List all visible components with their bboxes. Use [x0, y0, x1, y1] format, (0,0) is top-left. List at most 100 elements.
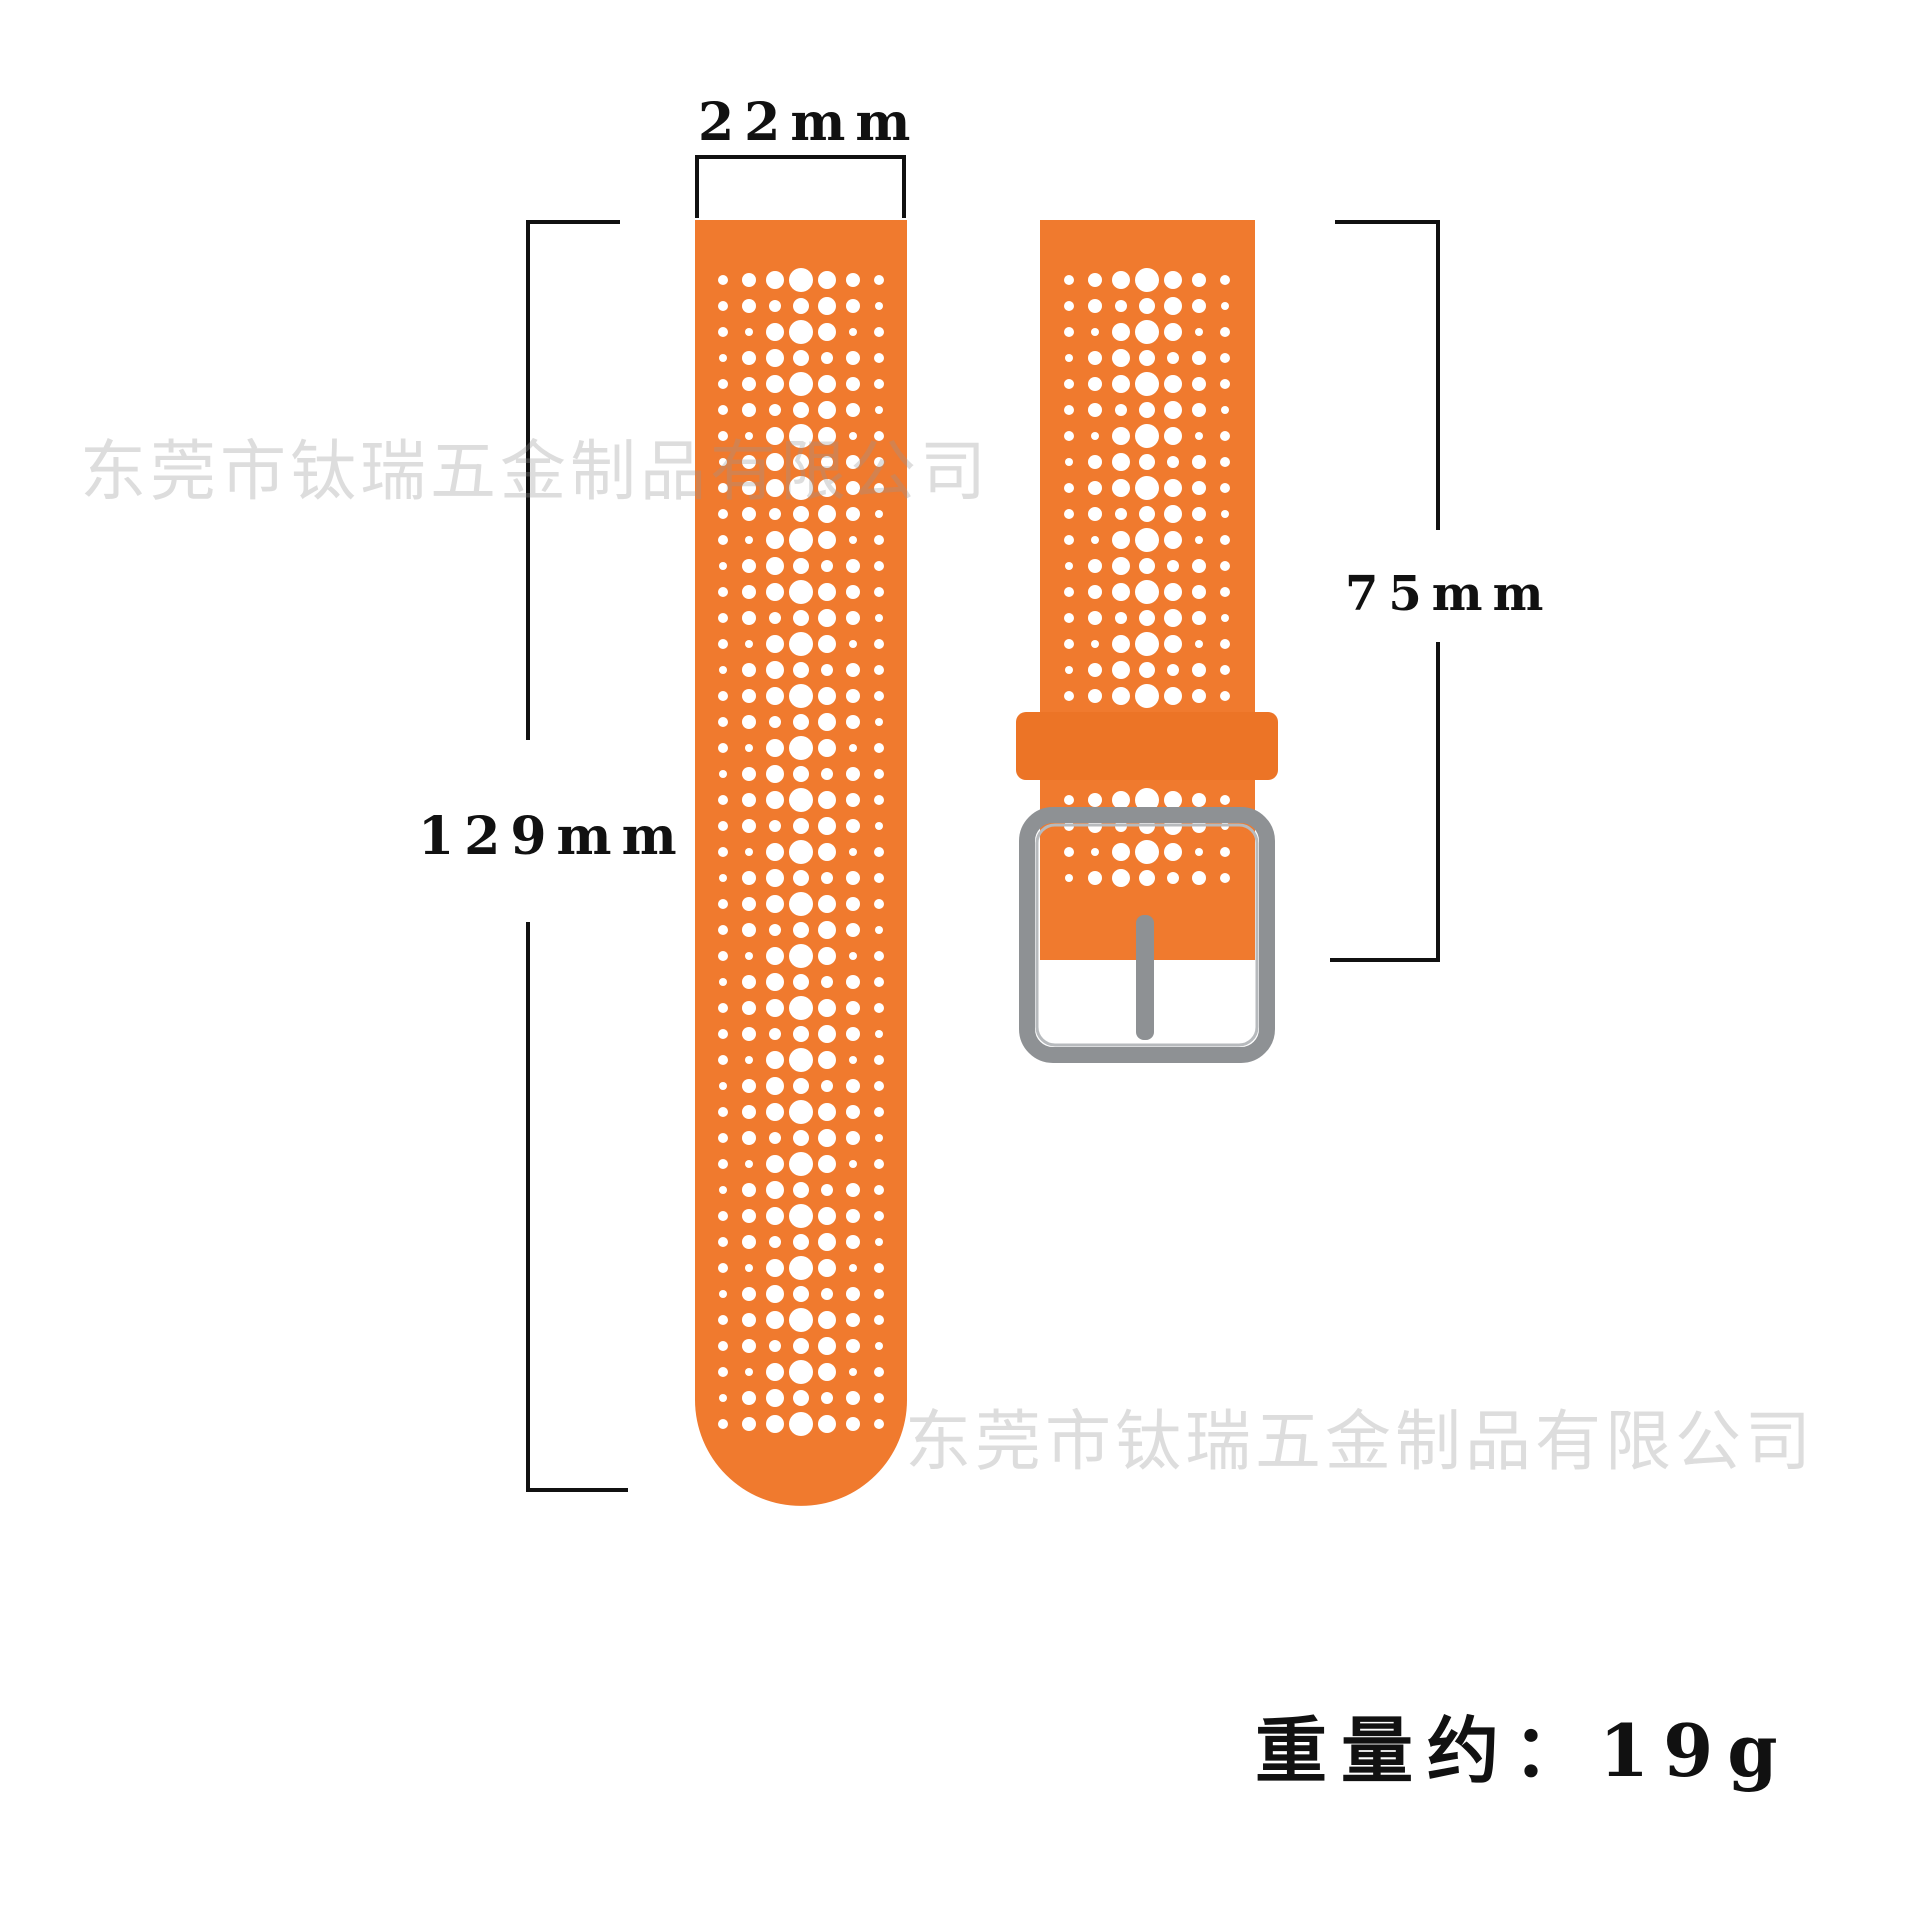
strap-hole — [793, 506, 809, 522]
strap-hole — [846, 1027, 860, 1041]
strap-hole — [1220, 873, 1230, 883]
strap-hole — [874, 769, 884, 779]
strap-hole — [874, 1393, 884, 1403]
strap-hole — [818, 1259, 836, 1277]
strap-hole — [874, 1081, 884, 1091]
strap-hole — [745, 952, 753, 960]
strap-hole — [1088, 507, 1102, 521]
strap-hole — [766, 895, 784, 913]
strap-hole — [742, 689, 756, 703]
strap-hole — [1164, 297, 1182, 315]
strap-hole — [846, 481, 860, 495]
strap-hole — [789, 1308, 813, 1332]
strap-hole — [821, 1392, 833, 1404]
strap-hole — [1139, 558, 1155, 574]
strap-hole — [846, 819, 860, 833]
strap-hole — [1088, 611, 1102, 625]
strap-hole — [742, 819, 756, 833]
strap-hole — [1064, 301, 1074, 311]
strap-hole — [846, 611, 860, 625]
strap-hole — [1139, 610, 1155, 626]
strap-hole — [769, 404, 781, 416]
strap-hole — [874, 1185, 884, 1195]
strap-hole — [875, 1134, 883, 1142]
strap-hole — [1064, 691, 1074, 701]
strap-hole — [766, 687, 784, 705]
strap-hole — [849, 536, 857, 544]
strap-hole — [789, 320, 813, 344]
strap-hole — [1164, 375, 1182, 393]
strap-hole — [874, 379, 884, 389]
strap-hole — [719, 1394, 727, 1402]
strap-hole — [742, 1235, 756, 1249]
strap-hole — [846, 871, 860, 885]
strap-hole — [745, 1368, 753, 1376]
strap-hole — [766, 271, 784, 289]
strap-hole — [1088, 663, 1102, 677]
strap-hole — [719, 978, 727, 986]
weight-info: 重量约：19g — [1255, 1692, 1792, 1797]
strap-hole — [818, 479, 836, 497]
strap-hole — [874, 847, 884, 857]
strap-hole — [745, 1160, 753, 1168]
strap-hole — [818, 739, 836, 757]
strap-hole — [846, 975, 860, 989]
strap-hole — [718, 821, 728, 831]
strap-hole — [718, 1003, 728, 1013]
strap-hole — [1112, 323, 1130, 341]
strap-hole — [1220, 587, 1230, 597]
strap-hole — [874, 353, 884, 363]
strap-hole — [1112, 427, 1130, 445]
strap-hole — [1139, 870, 1155, 886]
strap-hole — [718, 691, 728, 701]
strap-hole — [769, 1132, 781, 1144]
strap-hole — [766, 375, 784, 393]
strap-hole — [719, 666, 727, 674]
strap-hole — [1064, 275, 1074, 285]
strap-hole — [1221, 302, 1229, 310]
strap-hole — [718, 795, 728, 805]
strap-hole — [742, 897, 756, 911]
strap-hole — [874, 561, 884, 571]
strap-hole — [745, 744, 753, 752]
strap-hole — [766, 531, 784, 549]
strap-hole — [846, 767, 860, 781]
strap-hole — [766, 843, 784, 861]
strap-hole — [874, 1003, 884, 1013]
strap-hole — [846, 1339, 860, 1353]
long-strap — [695, 220, 907, 1506]
strap-hole — [793, 1078, 809, 1094]
strap-hole — [718, 613, 728, 623]
long-strap-dimension-line-top — [526, 220, 620, 740]
strap-hole — [1195, 328, 1203, 336]
buckle-prong — [1136, 915, 1154, 1040]
strap-hole — [742, 455, 756, 469]
strap-hole — [1088, 299, 1102, 313]
strap-hole — [821, 768, 833, 780]
strap-hole — [793, 1338, 809, 1354]
strap-hole — [766, 1259, 784, 1277]
strap-hole — [849, 640, 857, 648]
strap-hole — [766, 1389, 784, 1407]
strap-hole — [818, 999, 836, 1017]
strap-hole — [1065, 874, 1073, 882]
strap-hole — [789, 944, 813, 968]
strap-hole — [742, 559, 756, 573]
strap-hole — [818, 271, 836, 289]
strap-hole — [1112, 453, 1130, 471]
buckle-strap-dimension-line-bottom — [1330, 642, 1440, 962]
strap-hole — [766, 349, 784, 367]
strap-hole — [849, 1368, 857, 1376]
strap-hole — [818, 531, 836, 549]
strap-hole — [1220, 639, 1230, 649]
strap-hole — [719, 1082, 727, 1090]
strap-hole — [818, 1233, 836, 1251]
strap-hole — [1091, 432, 1099, 440]
strap-hole — [1195, 432, 1203, 440]
strap-hole — [1088, 793, 1102, 807]
strap-hole — [846, 1313, 860, 1327]
strap-hole — [1065, 562, 1073, 570]
strap-hole — [1064, 379, 1074, 389]
strap-hole — [718, 1055, 728, 1065]
strap-hole — [793, 714, 809, 730]
